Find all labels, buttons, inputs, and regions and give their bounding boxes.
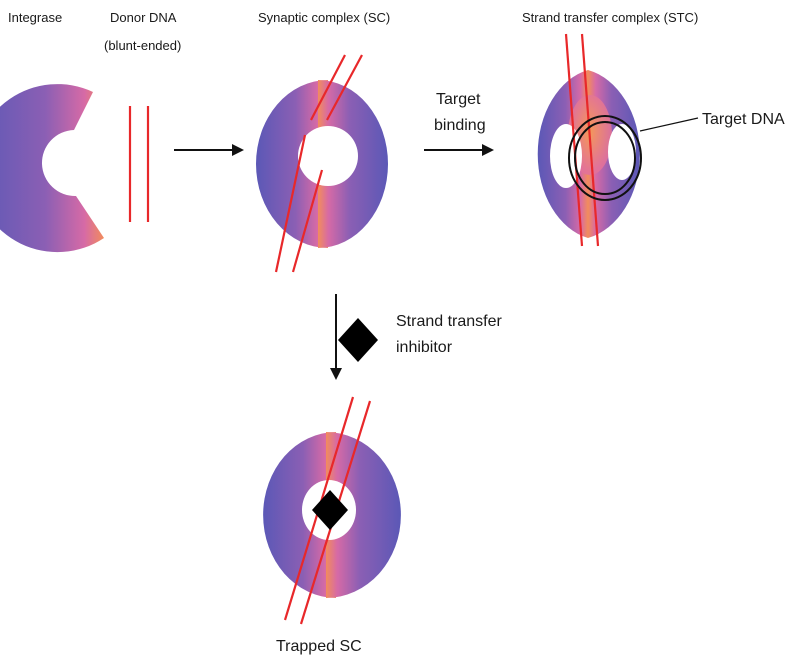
header-synaptic-complex: Synaptic complex (SC) [258, 10, 390, 25]
arrow-assembly [174, 144, 244, 156]
header-strand-transfer-complex: Strand transfer complex (STC) [522, 10, 698, 25]
integrase-monomer [0, 84, 104, 253]
trapped-sc-label: Trapped SC [276, 638, 362, 655]
target-binding-label-2: binding [434, 117, 486, 134]
arrow-target-binding [424, 144, 494, 156]
target-binding-label-1: Target [436, 91, 481, 108]
sc-dna-strand-1 [310, 54, 346, 121]
trapped-synaptic-complex [263, 396, 401, 625]
stc-dna-strand-1 [564, 33, 584, 247]
sc-dna-strand-2b [291, 169, 324, 273]
inhibitor-diamond [338, 318, 378, 362]
sc-dna-strand-1b [274, 134, 307, 273]
strand-transfer-complex [537, 33, 642, 247]
header-donor-dna: Donor DNA [110, 10, 177, 25]
sc-dna-strand-2 [326, 54, 363, 121]
trapped-inhibitor-diamond [312, 490, 348, 530]
header-donor-dna-blunt: (blunt-ended) [104, 38, 181, 53]
header-integrase: Integrase [8, 10, 62, 25]
inhibitor-label-1: Strand transfer [396, 313, 503, 330]
donor-dna [128, 106, 150, 222]
target-dna-rings [568, 115, 642, 201]
stc-dna-strand-2 [580, 33, 600, 247]
target-dna-label: Target DNA [702, 111, 785, 128]
target-dna-callout-line [639, 117, 699, 132]
synaptic-complex [256, 54, 388, 273]
arrow-inhibition [330, 294, 342, 380]
inhibitor-label-2: inhibitor [396, 339, 453, 356]
